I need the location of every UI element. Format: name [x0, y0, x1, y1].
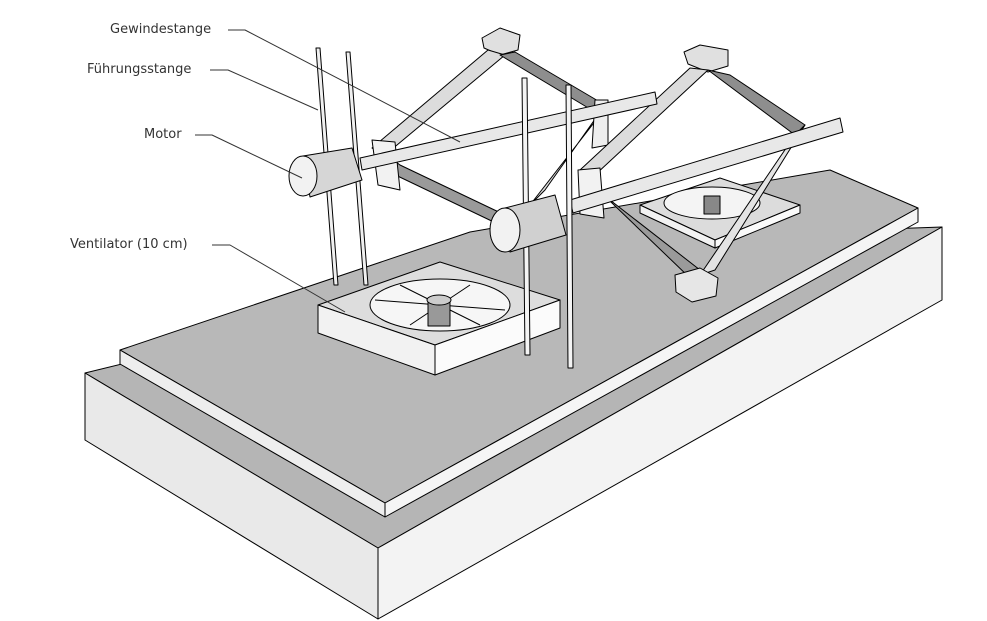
motors [288, 147, 567, 253]
leader-lines [195, 29, 461, 313]
label-motor: Motor [144, 127, 182, 142]
scissor-jack-left [371, 27, 609, 226]
label-threaded-rod: Gewindestange [110, 22, 212, 37]
label-guide-rod: Führungsstange [87, 62, 192, 77]
label-fan: Ventilator (10 cm) [70, 237, 188, 252]
